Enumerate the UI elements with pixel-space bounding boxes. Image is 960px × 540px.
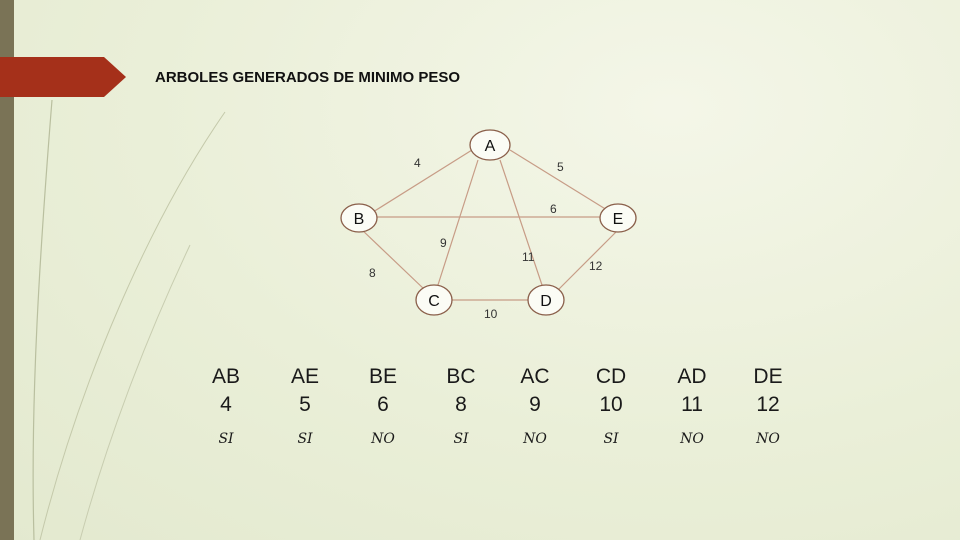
edge-ad xyxy=(500,160,543,288)
node-c: C xyxy=(416,285,452,315)
table-edge-answer: NO xyxy=(728,431,808,447)
table-column-ac: AC 9 NO xyxy=(495,363,575,447)
table-edge-weight: 11 xyxy=(652,391,732,419)
table-column-bc: BC 8 SI xyxy=(421,363,501,447)
node-a: A xyxy=(470,130,510,160)
table-edge-weight: 10 xyxy=(571,391,651,419)
weight-be: 6 xyxy=(550,202,557,216)
node-e: E xyxy=(600,204,636,232)
table-edge-weight: 4 xyxy=(186,391,266,419)
weight-cd: 10 xyxy=(484,307,498,321)
node-d-label: D xyxy=(540,293,552,310)
table-column-ae: AE 5 SI xyxy=(265,363,345,447)
weight-de: 12 xyxy=(589,259,603,273)
node-e-label: E xyxy=(613,211,624,228)
table-edge-name: AC xyxy=(495,363,575,391)
weight-ad: 11 xyxy=(522,250,535,264)
weight-ae: 5 xyxy=(557,160,564,174)
table-edge-weight: 8 xyxy=(421,391,501,419)
table-edge-name: AE xyxy=(265,363,345,391)
table-edge-name: AD xyxy=(652,363,732,391)
table-edge-answer: SI xyxy=(571,431,651,447)
table-column-ad: AD 11 NO xyxy=(652,363,732,447)
edge-ce xyxy=(360,228,425,290)
table-edge-weight: 5 xyxy=(265,391,345,419)
weight-ce: 8 xyxy=(369,266,376,280)
table-column-be: BE 6 NO xyxy=(343,363,423,447)
table-edge-answer: SI xyxy=(265,431,345,447)
table-edge-answer: NO xyxy=(652,431,732,447)
table-edge-name: AB xyxy=(186,363,266,391)
table-edge-answer: SI xyxy=(186,431,266,447)
weight-ab: 4 xyxy=(414,156,421,170)
node-c-label: C xyxy=(428,293,440,310)
table-edge-name: CD xyxy=(571,363,651,391)
table-edge-answer: NO xyxy=(343,431,423,447)
table-edge-name: BE xyxy=(343,363,423,391)
table-edge-weight: 12 xyxy=(728,391,808,419)
node-a-label: A xyxy=(485,138,496,155)
table-column-cd: CD 10 SI xyxy=(571,363,651,447)
table-edge-weight: 6 xyxy=(343,391,423,419)
table-edge-answer: SI xyxy=(421,431,501,447)
table-column-ab: AB 4 SI xyxy=(186,363,266,447)
table-edge-weight: 9 xyxy=(495,391,575,419)
table-column-de: DE 12 NO xyxy=(728,363,808,447)
node-d: D xyxy=(528,285,564,315)
weight-ac: 9 xyxy=(440,236,447,250)
node-b-label: B xyxy=(354,211,365,228)
edge-de xyxy=(556,230,618,292)
table-edge-answer: NO xyxy=(495,431,575,447)
edge-ae xyxy=(510,150,607,210)
edge-ac xyxy=(437,160,478,288)
table-edge-name: BC xyxy=(421,363,501,391)
table-edge-name: DE xyxy=(728,363,808,391)
edge-ab xyxy=(373,150,472,212)
node-b: B xyxy=(341,204,377,232)
